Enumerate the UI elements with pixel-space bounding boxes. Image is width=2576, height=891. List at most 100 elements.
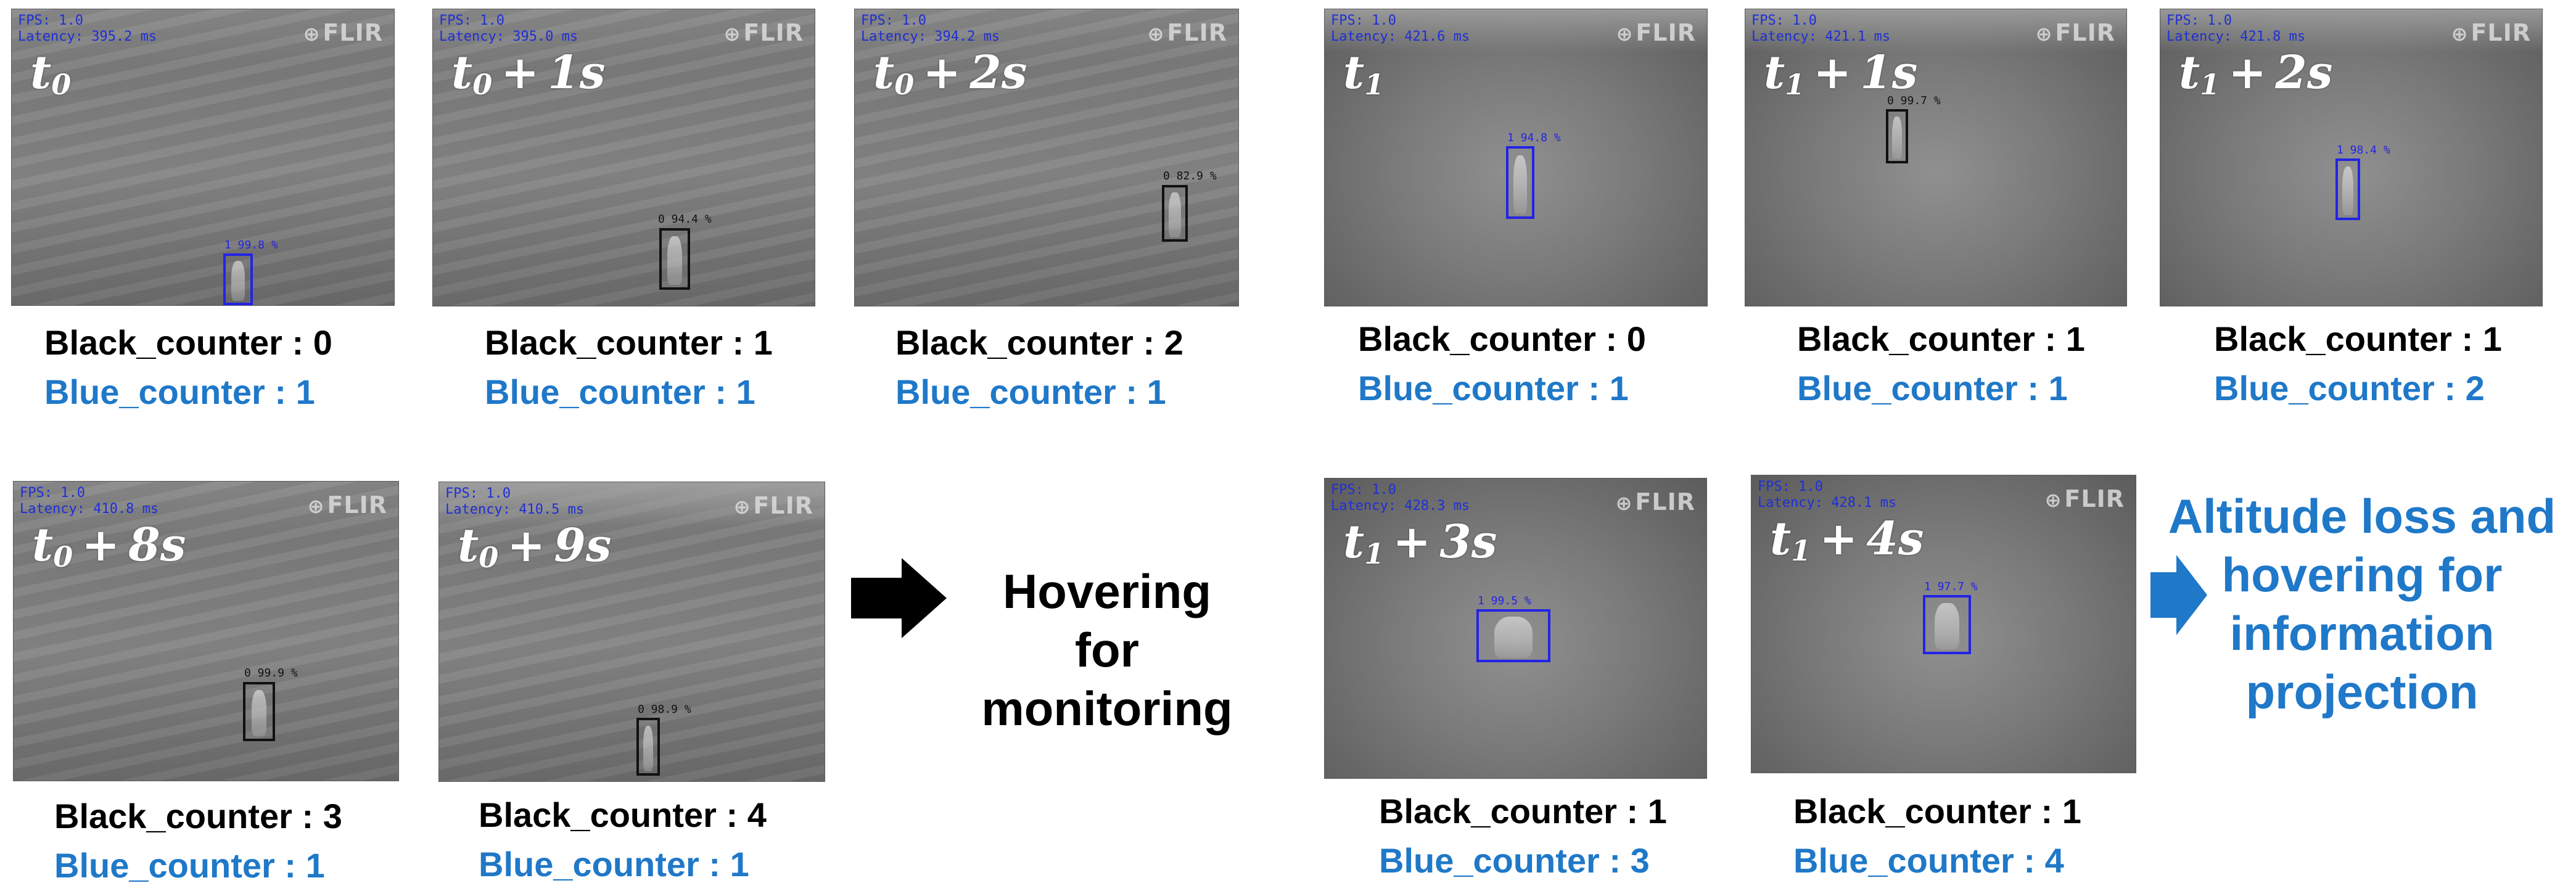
flir-logo-icon: ⊕ bbox=[1147, 22, 1165, 46]
black-counter: Black_counter : 1 bbox=[1797, 319, 2085, 358]
outcome-line: hovering for bbox=[2221, 548, 2503, 602]
flir-logo-icon: ⊕ bbox=[1616, 22, 1634, 46]
background-structures bbox=[439, 482, 825, 525]
detection-box-blue bbox=[1506, 146, 1534, 219]
flir-logo: ⊕FLIR bbox=[307, 491, 387, 519]
black-arrow-icon bbox=[851, 558, 947, 638]
blue-counter: Blue_counter : 4 bbox=[1793, 841, 2064, 880]
flir-logo: ⊕FLIR bbox=[2451, 19, 2531, 46]
detection-confidence: 0 94.4 % bbox=[658, 213, 712, 226]
latency-readout: Latency: 395.0 ms bbox=[439, 29, 578, 44]
fps-readout: FPS: 1.0 bbox=[1331, 13, 1396, 28]
detection-box-black bbox=[659, 228, 690, 290]
thermal-frame-t1-plus-3s: FPS: 1.0 Latency: 428.3 ms ⊕FLIR t1+3s 1… bbox=[1324, 478, 1707, 779]
time-label: t0 bbox=[30, 46, 72, 101]
time-label: t1+4s bbox=[1770, 512, 1924, 567]
detection-confidence: 1 97.7 % bbox=[1924, 580, 1978, 593]
black-counter: Black_counter : 4 bbox=[479, 795, 767, 834]
time-label: t1+3s bbox=[1343, 515, 1497, 570]
blue-counter: Blue_counter : 1 bbox=[54, 846, 325, 885]
latency-readout: Latency: 421.1 ms bbox=[1751, 29, 1891, 44]
thermal-frame-t0-plus-8s: FPS: 1.0 Latency: 410.8 ms ⊕FLIR t0+8s 0… bbox=[13, 481, 399, 781]
fps-readout: FPS: 1.0 bbox=[1331, 482, 1396, 498]
flir-logo-icon: ⊕ bbox=[303, 22, 321, 46]
outcome-line: Hovering bbox=[1002, 564, 1212, 618]
person-silhouette bbox=[1892, 117, 1902, 159]
time-label: t0+8s bbox=[32, 519, 186, 573]
ground-texture bbox=[12, 9, 394, 305]
black-counter: Black_counter : 2 bbox=[895, 323, 1183, 362]
thermal-frame-t0: FPS: 1.0 Latency: 395.2 ms ⊕FLIR t0 1 99… bbox=[11, 9, 395, 306]
flir-logo: ⊕FLIR bbox=[2035, 19, 2115, 46]
detection-box-black bbox=[636, 718, 660, 776]
outcome-line: monitoring bbox=[981, 681, 1233, 736]
blue-counter: Blue_counter : 1 bbox=[1797, 369, 2068, 408]
ground-texture bbox=[439, 482, 825, 781]
detection-box-blue bbox=[223, 253, 253, 305]
detection-box-blue bbox=[2335, 158, 2360, 220]
person-silhouette bbox=[1513, 155, 1527, 214]
blue-counter: Blue_counter : 1 bbox=[895, 372, 1166, 411]
background-structures bbox=[2160, 9, 2542, 52]
flir-logo: ⊕FLIR bbox=[1616, 19, 1696, 46]
ground-texture bbox=[433, 9, 815, 306]
black-counter: Black_counter : 1 bbox=[1793, 792, 2081, 831]
flir-logo-icon: ⊕ bbox=[2035, 22, 2053, 46]
detection-confidence: 0 98.9 % bbox=[638, 703, 691, 716]
background-structures bbox=[1325, 9, 1707, 52]
fps-readout: FPS: 1.0 bbox=[1758, 479, 1823, 495]
latency-readout: Latency: 394.2 ms bbox=[861, 29, 1000, 44]
flir-logo: ⊕FLIR bbox=[723, 19, 804, 46]
outcome-line: for bbox=[1075, 623, 1139, 678]
blue-counter: Blue_counter : 3 bbox=[1379, 841, 1650, 880]
fps-readout: FPS: 1.0 bbox=[18, 13, 83, 28]
person-silhouette bbox=[1169, 192, 1181, 237]
blue-counter: Blue_counter : 1 bbox=[1358, 369, 1629, 408]
black-counter: Black_counter : 1 bbox=[485, 323, 773, 362]
latency-readout: Latency: 421.6 ms bbox=[1331, 29, 1470, 44]
blue-arrow-icon bbox=[2150, 555, 2207, 635]
fps-readout: FPS: 1.0 bbox=[1751, 13, 1817, 28]
fps-readout: FPS: 1.0 bbox=[861, 13, 926, 28]
thermal-frame-t1-plus-1s: FPS: 1.0 Latency: 421.1 ms ⊕FLIR t1+1s 0… bbox=[1745, 9, 2127, 306]
person-silhouette bbox=[2342, 166, 2353, 216]
flir-logo-icon: ⊕ bbox=[2451, 22, 2469, 46]
flir-logo: ⊕FLIR bbox=[1615, 488, 1695, 515]
detection-box-black bbox=[243, 682, 275, 741]
time-label: t1+2s bbox=[2179, 46, 2333, 101]
thermal-frame-t1: FPS: 1.0 Latency: 421.6 ms ⊕FLIR t1 1 94… bbox=[1324, 9, 1708, 306]
fps-readout: FPS: 1.0 bbox=[20, 485, 85, 501]
flir-logo: ⊕FLIR bbox=[2044, 485, 2125, 512]
thermal-frame-t0-plus-1s: FPS: 1.0 Latency: 395.0 ms ⊕FLIR t0+1s 0… bbox=[432, 9, 815, 306]
black-counter: Black_counter : 0 bbox=[1358, 319, 1646, 358]
fps-readout: FPS: 1.0 bbox=[2167, 13, 2232, 28]
flir-logo: ⊕FLIR bbox=[1147, 19, 1227, 46]
time-label: t0+2s bbox=[873, 46, 1027, 101]
fps-readout: FPS: 1.0 bbox=[439, 13, 504, 28]
flir-logo-icon: ⊕ bbox=[2044, 488, 2062, 512]
thermal-frame-t1-plus-2s: FPS: 1.0 Latency: 421.8 ms ⊕FLIR t1+2s 1… bbox=[2160, 9, 2543, 306]
black-counter: Black_counter : 3 bbox=[54, 797, 342, 836]
detection-confidence: 1 99.5 % bbox=[1478, 594, 1531, 607]
time-label: t1+1s bbox=[1764, 46, 1918, 101]
detection-confidence: 0 82.9 % bbox=[1163, 170, 1217, 183]
blue-counter: Blue_counter : 1 bbox=[485, 372, 755, 411]
blue-counter: Blue_counter : 1 bbox=[479, 845, 749, 884]
detection-confidence: 1 99.8 % bbox=[224, 239, 278, 252]
thermal-frame-t0-plus-2s: FPS: 1.0 Latency: 394.2 ms ⊕FLIR t0+2s 0… bbox=[854, 9, 1239, 306]
black-counter: Black_counter : 1 bbox=[2214, 319, 2502, 358]
detection-confidence: 1 98.4 % bbox=[2337, 144, 2390, 157]
flir-logo-icon: ⊕ bbox=[1615, 491, 1633, 515]
black-counter: Black_counter : 1 bbox=[1379, 792, 1667, 831]
person-silhouette bbox=[231, 260, 245, 301]
latency-readout: Latency: 421.8 ms bbox=[2167, 29, 2306, 44]
flir-logo-icon: ⊕ bbox=[307, 495, 325, 518]
time-label: t1 bbox=[1343, 46, 1385, 101]
outcome-line: information bbox=[2229, 606, 2495, 661]
latency-readout: Latency: 428.3 ms bbox=[1331, 498, 1470, 514]
flir-logo-icon: ⊕ bbox=[733, 495, 751, 519]
detection-confidence: 0 99.7 % bbox=[1887, 94, 1941, 107]
detection-box-blue bbox=[1923, 595, 1971, 654]
flir-logo: ⊕FLIR bbox=[303, 19, 383, 46]
detection-confidence: 0 99.9 % bbox=[244, 667, 298, 680]
